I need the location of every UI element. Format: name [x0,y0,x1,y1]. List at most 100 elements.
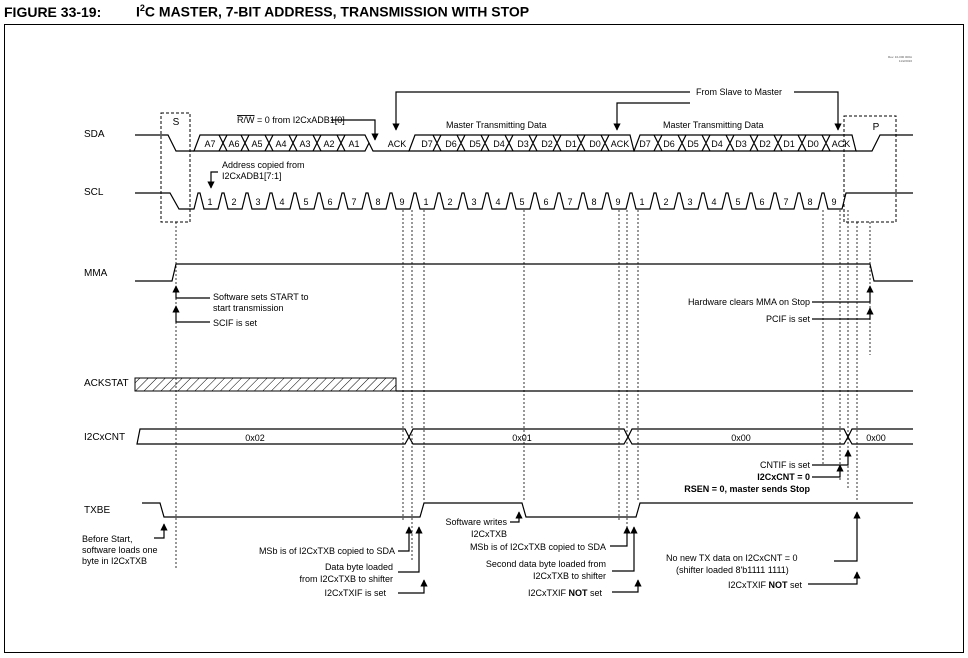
sda-bit-d2-a: D2 [541,139,553,149]
cntif-label: CNTIF is set [760,460,811,470]
scl-pulse-6a: 6 [327,197,332,207]
scl-pulse-9a: 9 [399,197,404,207]
figure-title: FIGURE 33-19: I2C MASTER, 7-BIT ADDRESS, … [4,3,529,20]
scl-waveform [135,192,913,210]
sda-bit-d4-a: D4 [493,139,505,149]
sda-bit-a4: A4 [275,139,286,149]
sda-ack-2: ACK [611,139,630,149]
i2ccnt-zero-label: I2CxCNT = 0 [757,472,810,482]
txif-not-set-1-not: NOT [568,588,588,598]
scl-pulse-7c: 7 [783,197,788,207]
rw-label: R/W = 0 from I2CxADB1[0] [237,115,345,125]
i2ccnt-value-2: 0x01 [512,433,532,443]
hw-clears-mma-label: Hardware clears MMA on Stop [688,297,810,307]
sda-bit-a2: A2 [323,139,334,149]
software-writes-line1: Software writes [445,517,507,527]
before-start-line2: software loads one [82,545,158,555]
i2ccnt-value-4: 0x00 [866,433,886,443]
ackstat-undefined-region [134,377,397,392]
scif-label: SCIF is set [213,318,258,328]
before-start-line1: Before Start, [82,534,133,544]
sda-bit-d2-b: D2 [759,139,771,149]
sda-waveform [135,134,913,152]
start-label: S [173,117,180,128]
scl-pulse-5b: 5 [519,197,524,207]
stop-label: P [873,122,880,133]
signal-label-scl: SCL [84,187,104,198]
scl-pulse-2c: 2 [663,197,668,207]
no-new-tx-line1: No new TX data on I2CxCNT = 0 [666,553,797,563]
sda-bit-d4-b: D4 [711,139,723,149]
sda-bit-d1-b: D1 [783,139,795,149]
before-start-line3: byte in I2CxTXB [82,556,147,566]
master-tx-label-1: Master Transmitting Data [446,120,547,130]
txif-not-set-2-prefix: I2CxTXIF [728,580,769,590]
scl-pulse-5a: 5 [303,197,308,207]
title-prefix: I [136,3,140,20]
data-loaded-line2: from I2CxTXB to shifter [299,574,393,584]
scl-pulse-1b: 1 [423,197,428,207]
scl-pulse-9b: 9 [615,197,620,207]
scl-pulse-9c: 9 [831,197,836,207]
signal-label-i2ccnt: I2CxCNT [84,432,125,443]
sda-bit-d6-a: D6 [445,139,457,149]
scl-pulse-2b: 2 [447,197,452,207]
figure-frame [4,24,964,653]
title-superscript: 2 [139,3,145,13]
scl-pulse-3c: 3 [687,197,692,207]
software-writes-line2: I2CxTXB [471,529,507,539]
software-start-line2: start transmission [213,303,284,313]
signal-label-txbe: TXBE [84,505,110,516]
scl-pulse-5c: 5 [735,197,740,207]
sda-bit-d0-b: D0 [807,139,819,149]
stop-condition-box [843,115,897,223]
sda-bit-d7-a: D7 [421,139,433,149]
txbe-waveform [142,502,913,518]
software-start-line1: Software sets START to [213,292,309,302]
scl-pulse-3a: 3 [255,197,260,207]
sda-bit-d5-a: D5 [469,139,481,149]
i2ccnt-value-3: 0x00 [731,433,751,443]
sda-ack-1: ACK [388,139,407,149]
sda-bit-a6: A6 [228,139,239,149]
sda-bit-d6-b: D6 [663,139,675,149]
txif-not-set-label-2: I2CxTXIF NOT set [728,580,803,590]
revision-date: 11/2/2016 [899,59,912,63]
sda-ack-3: ACK [832,139,851,149]
sda-bit-d5-b: D5 [687,139,699,149]
rw-rest: = 0 from I2CxADB1[0] [255,115,345,125]
second-byte-line2: I2CxTXB to shifter [533,571,606,581]
scl-pulse-4a: 4 [279,197,284,207]
scl-pulse-4c: 4 [711,197,716,207]
txif-not-set-1-suffix: set [587,588,602,598]
i2ccnt-bus [136,428,913,445]
txif-not-set-1-prefix: I2CxTXIF [528,588,569,598]
pcif-label: PCIF is set [766,314,811,324]
sda-bit-d1-a: D1 [565,139,577,149]
scl-pulse-1c: 1 [639,197,644,207]
address-copied-line2: I2CxADB1[7:1] [222,171,282,181]
no-new-tx-line2: (shifter loaded 8'b1111 1111) [676,565,789,575]
rsen-label: RSEN = 0, master sends Stop [684,484,810,494]
scl-pulse-4b: 4 [495,197,500,207]
title-text: C MASTER, 7-BIT ADDRESS, TRANSMISSION WI… [144,3,530,20]
from-slave-label: From Slave to Master [696,87,782,97]
scl-pulse-1a: 1 [207,197,212,207]
scl-pulse-2a: 2 [231,197,236,207]
txif-not-set-2-suffix: set [787,580,802,590]
i2ccnt-value-1: 0x02 [245,433,265,443]
sda-bit-d3-b: D3 [735,139,747,149]
figure-number: FIGURE 33-19: [4,3,102,20]
signal-label-mma: MMA [84,268,108,279]
txif-set-label: I2CxTXIF is set [324,588,386,598]
rw-bar: R/W [237,115,255,125]
second-byte-line1: Second data byte loaded from [486,559,606,569]
master-tx-label-2: Master Transmitting Data [663,120,764,130]
timing-guides [175,210,871,570]
txif-not-set-label-1: I2CxTXIF NOT set [528,588,603,598]
scl-pulse-8b: 8 [591,197,596,207]
msb-copied-label-2: MSb is of I2CxTXB copied to SDA [470,542,606,552]
scl-pulse-6b: 6 [543,197,548,207]
signal-label-ackstat: ACKSTAT [84,378,129,389]
